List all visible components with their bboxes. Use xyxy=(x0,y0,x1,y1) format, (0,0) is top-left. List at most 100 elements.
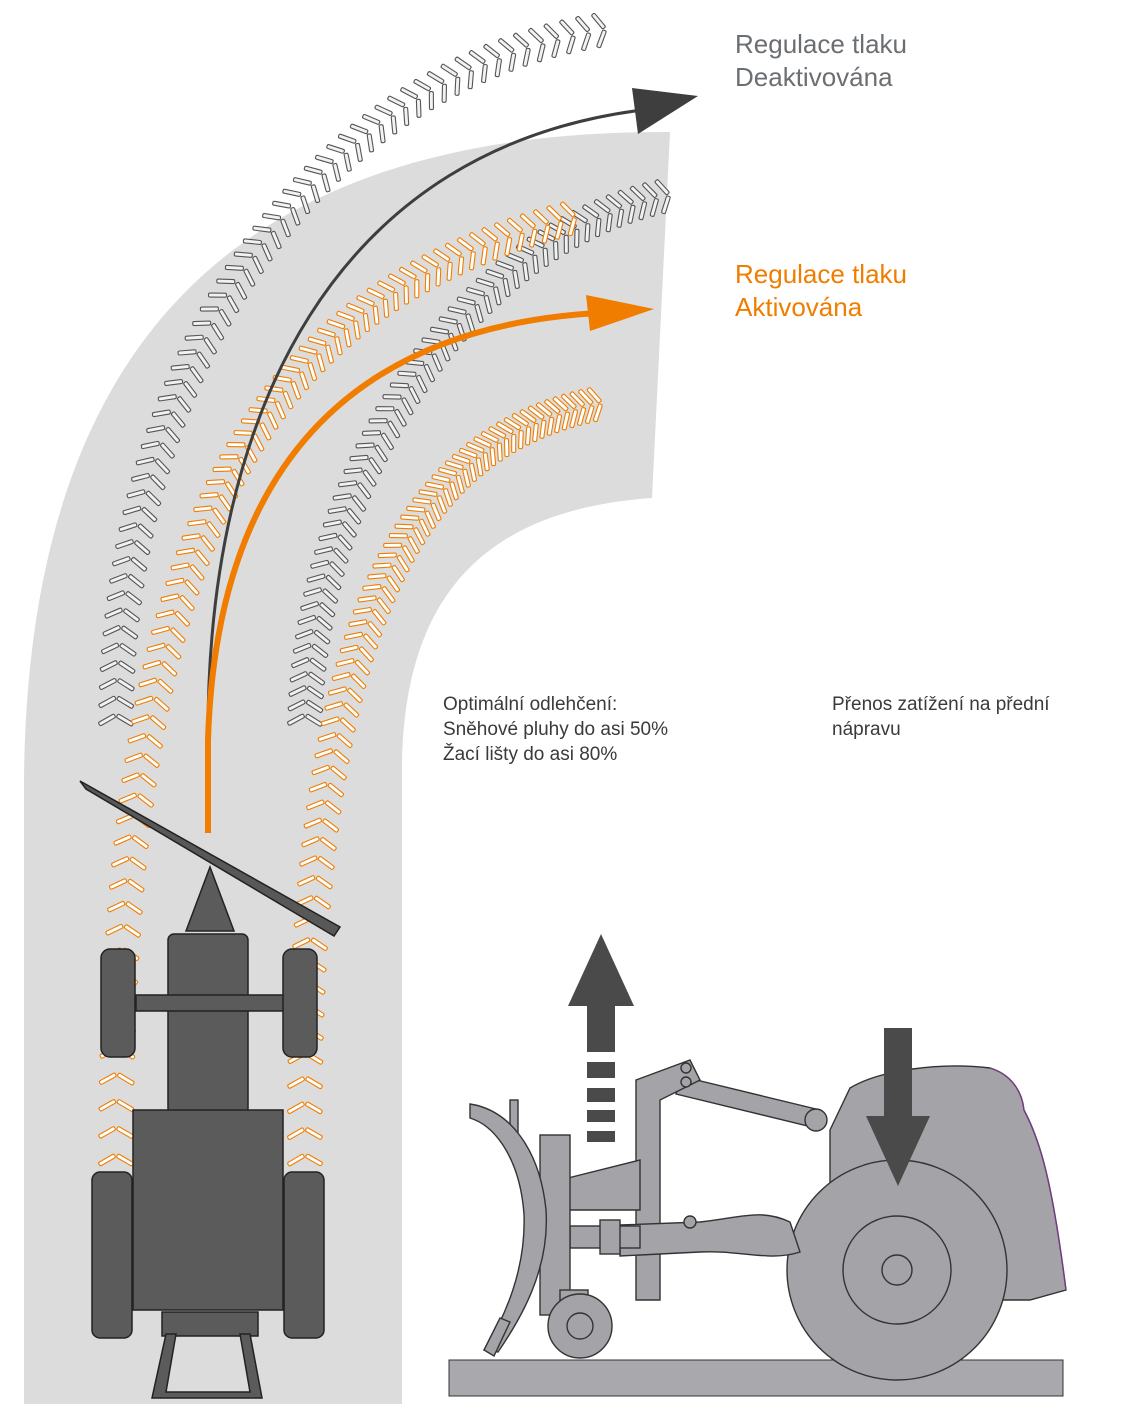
tread-mark xyxy=(397,370,417,377)
tread-mark xyxy=(394,408,407,427)
tread-mark xyxy=(299,371,310,391)
tread-mark xyxy=(280,218,291,238)
tread-mark xyxy=(170,411,186,428)
tread-mark xyxy=(119,643,137,657)
tread-mark xyxy=(146,642,166,652)
label-line: nápravu xyxy=(832,719,901,741)
tread-mark xyxy=(132,835,149,850)
tread-mark xyxy=(366,287,385,300)
tread-mark xyxy=(546,416,555,436)
tread-mark xyxy=(418,489,438,497)
tread-mark xyxy=(142,660,162,670)
tread-mark xyxy=(532,254,540,274)
tread-mark xyxy=(272,200,292,209)
tread-mark xyxy=(233,430,253,436)
tread-mark xyxy=(235,281,248,300)
label-line: Žací lišty do asi 80% xyxy=(443,744,618,766)
tread-mark xyxy=(195,549,210,566)
tread-mark xyxy=(654,179,670,196)
load-arrow-shaft xyxy=(884,1028,912,1118)
tread-mark xyxy=(316,615,333,631)
tread-mark xyxy=(444,242,462,257)
tread-mark xyxy=(175,547,196,556)
tread-mark xyxy=(449,481,459,501)
tread-mark xyxy=(362,469,377,487)
tread-mark xyxy=(456,296,476,306)
tread-mark xyxy=(292,642,312,654)
tread-mark xyxy=(617,189,634,205)
label-line: Deaktivována xyxy=(735,61,893,92)
tread-mark xyxy=(346,302,365,314)
label-line: Sněhové pluhy do asi 50% xyxy=(443,719,668,741)
tread-mark xyxy=(226,442,246,448)
tread-mark xyxy=(468,50,486,64)
tread-mark xyxy=(377,552,397,559)
tread-mark xyxy=(282,390,294,410)
tread-mark xyxy=(219,454,239,460)
tread-mark xyxy=(105,923,124,936)
tread-mark xyxy=(311,643,329,658)
tread-mark xyxy=(375,406,395,412)
tread-mark xyxy=(362,312,370,333)
tread-mark xyxy=(349,454,369,462)
label-line: Regulace tlaku xyxy=(735,259,907,289)
tread-mark xyxy=(593,199,611,214)
upper-link-pivot xyxy=(804,1108,828,1132)
tire-tracks xyxy=(98,12,671,1167)
tread-mark xyxy=(412,497,432,505)
tread-mark xyxy=(418,518,431,537)
tread-mark xyxy=(492,241,500,261)
tread-mark xyxy=(350,673,367,690)
front-left-wheel xyxy=(100,948,136,1058)
tread-mark xyxy=(122,505,142,516)
tread-mark xyxy=(233,251,253,258)
tread-mark xyxy=(372,305,380,325)
tread-mark xyxy=(489,447,497,467)
tread-mark xyxy=(303,587,322,597)
tread-mark xyxy=(192,320,212,327)
load-arrow xyxy=(866,1028,930,1186)
tread-mark xyxy=(495,260,514,271)
tread-mark xyxy=(307,362,318,381)
tread-mark xyxy=(368,457,383,475)
tread-mark xyxy=(165,644,182,660)
tread-mark xyxy=(366,133,375,153)
tread-mark xyxy=(428,91,435,111)
tread-mark xyxy=(403,285,410,305)
tread-mark xyxy=(290,381,302,400)
tread-mark xyxy=(289,671,308,683)
tread-mark xyxy=(367,621,383,638)
tread-mark xyxy=(389,382,409,389)
tread-mark xyxy=(342,521,357,538)
tread-mark xyxy=(102,625,121,637)
label-pressure-control-activated: Regulace tlaku Aktivována xyxy=(735,258,907,323)
tread-mark xyxy=(494,222,511,237)
tread-mark xyxy=(511,433,517,454)
rear-hitch-frame xyxy=(151,1333,263,1399)
tread-mark xyxy=(288,685,307,697)
tread-mark xyxy=(649,198,659,217)
tread-mark xyxy=(542,247,549,267)
front-right-wheel xyxy=(282,948,318,1058)
tread-mark xyxy=(98,695,117,708)
tread-mark xyxy=(118,522,138,533)
front-plough-beam xyxy=(79,780,342,938)
tread-mark xyxy=(378,124,386,144)
tractor-side-view xyxy=(469,1059,1067,1381)
tread-mark xyxy=(226,295,240,314)
tread-mark xyxy=(402,545,415,563)
label-load-transfer: Přenos zatížení na přední nápravu xyxy=(832,692,1050,742)
tread-mark xyxy=(196,351,211,369)
tread-mark xyxy=(117,678,135,692)
tread-mark xyxy=(444,460,464,470)
tread-mark xyxy=(307,336,327,346)
tread-mark xyxy=(367,573,387,580)
tread-mark xyxy=(98,678,117,690)
tread-mark xyxy=(406,505,426,513)
tread-mark xyxy=(310,937,328,951)
tread-mark xyxy=(318,532,338,542)
tread-mark xyxy=(165,577,185,586)
tread-mark xyxy=(528,27,544,44)
tread-mark xyxy=(469,462,477,482)
tread-mark xyxy=(421,254,439,268)
